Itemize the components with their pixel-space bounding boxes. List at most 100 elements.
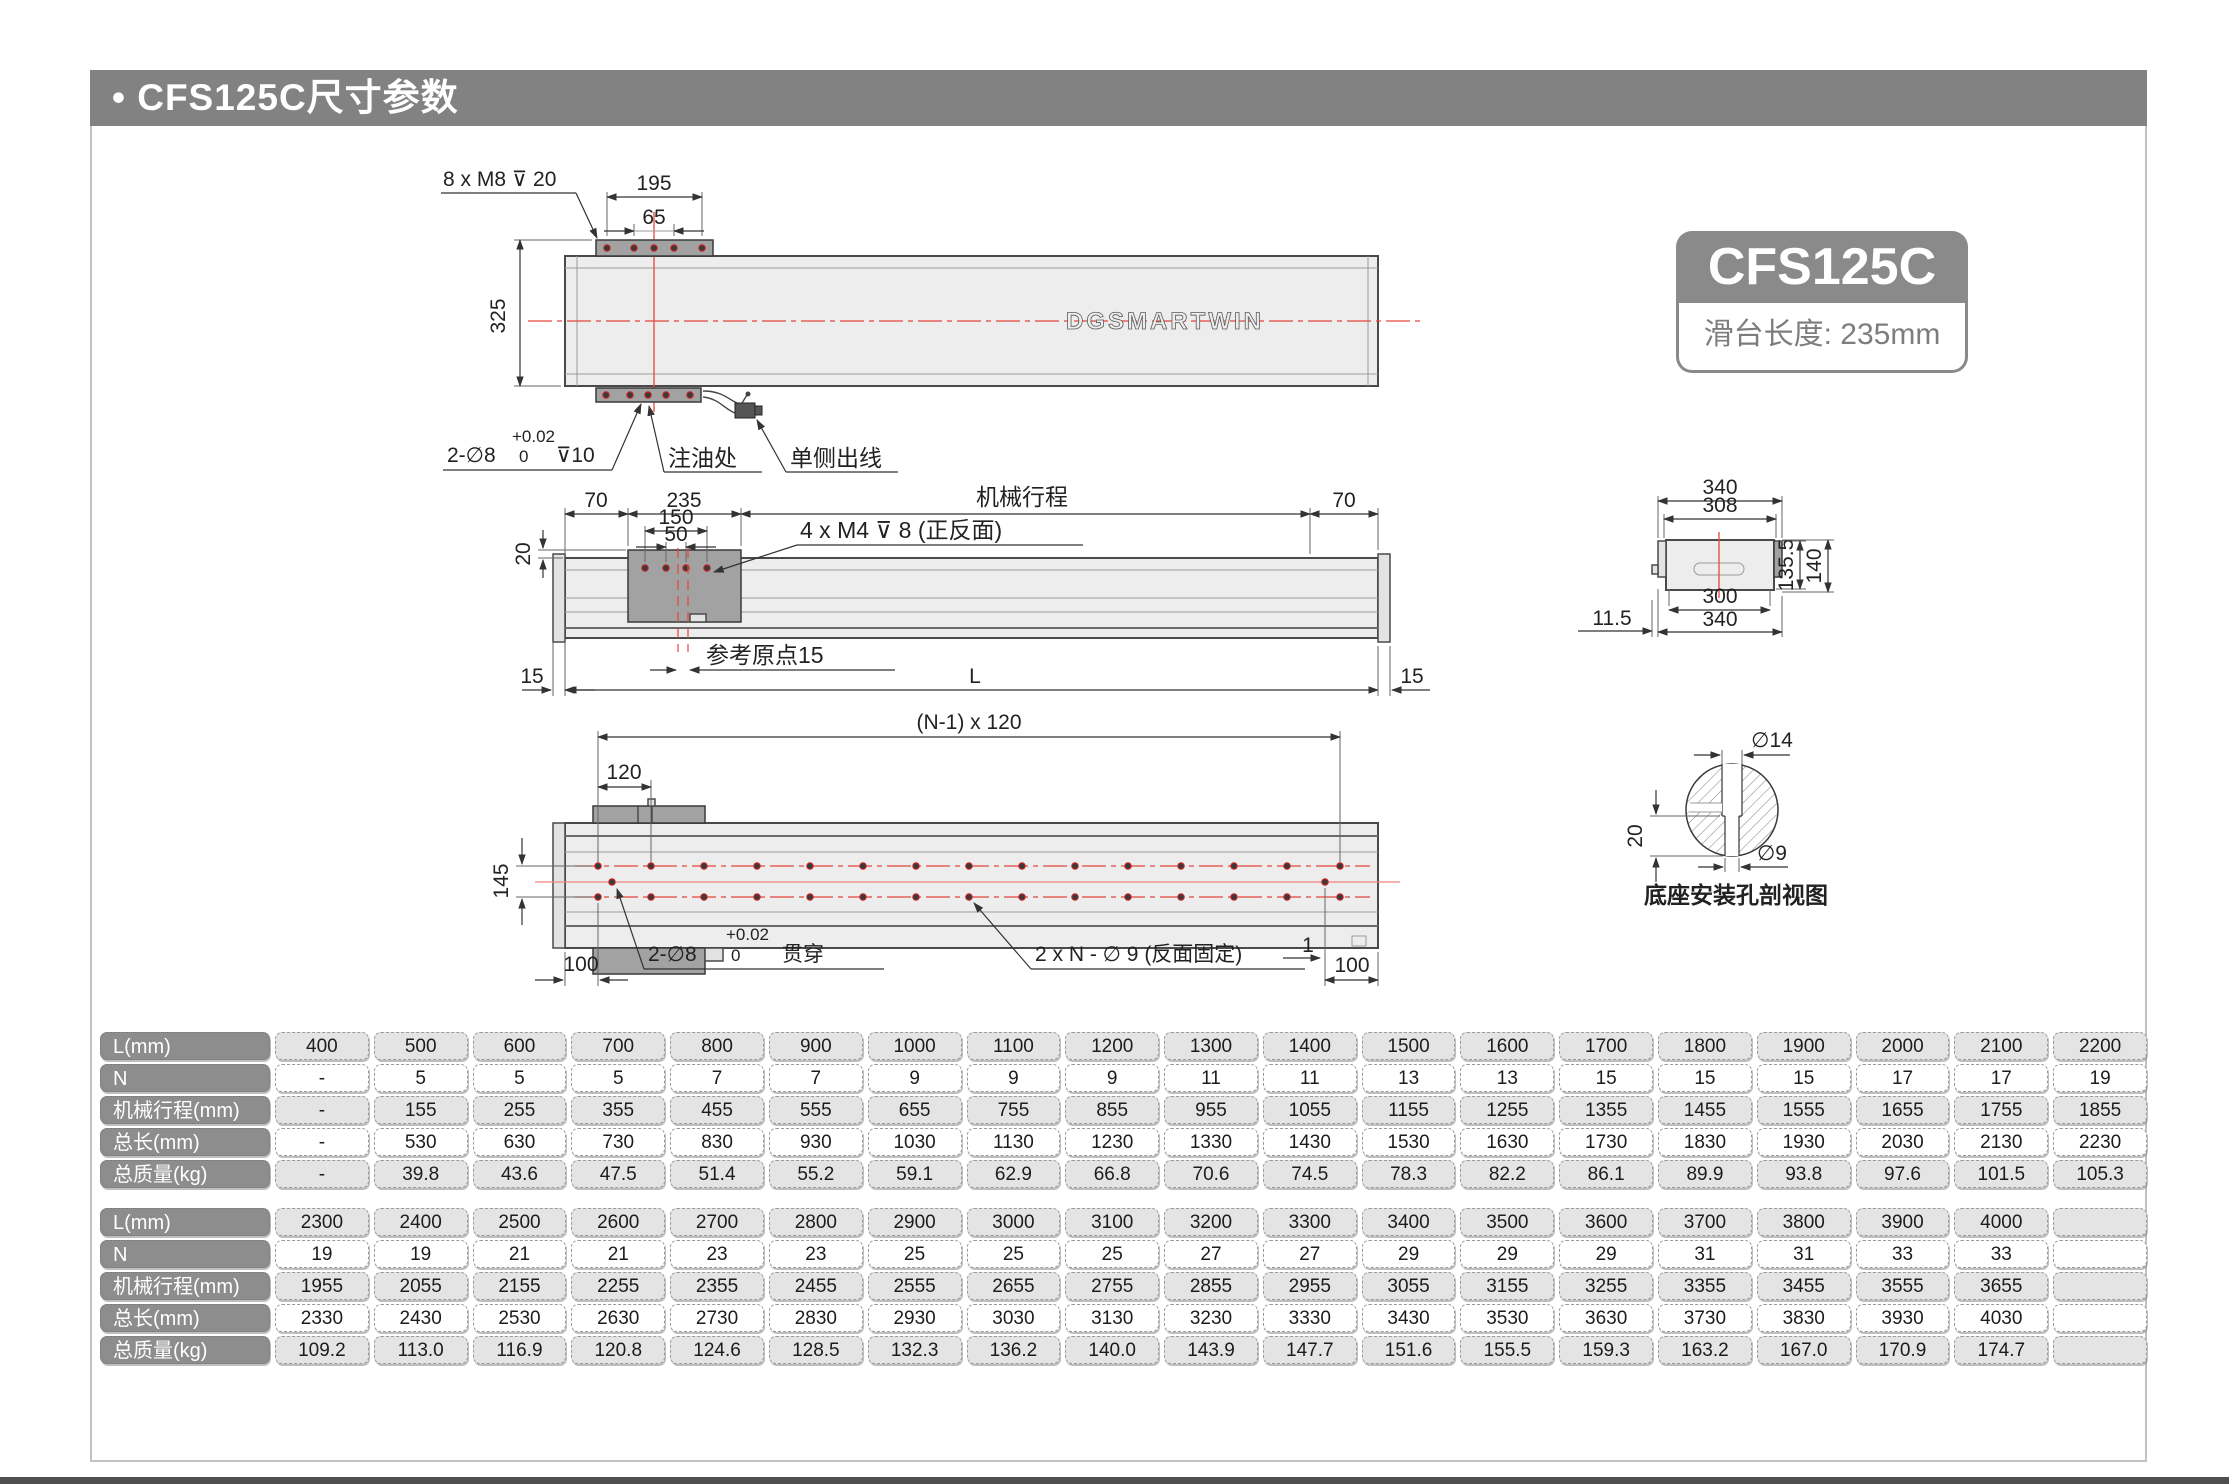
table-cell: 1355: [1559, 1096, 1654, 1124]
table-cell: 93.8: [1756, 1160, 1851, 1188]
table-cell: 13: [1361, 1064, 1456, 1092]
table-cell: 97.6: [1855, 1160, 1950, 1188]
table-cell: 31: [1658, 1240, 1752, 1268]
table-cell: 174.7: [1954, 1336, 2049, 1364]
table-cell: 3800: [1756, 1208, 1851, 1236]
table-cell: 155: [373, 1096, 468, 1124]
table-cell: 1200: [1065, 1032, 1160, 1060]
table-cell: 3430: [1361, 1304, 1456, 1332]
table-cell: [2053, 1336, 2147, 1364]
table-cell: 5: [373, 1064, 468, 1092]
slider-length-badge: 滑台长度: 235mm: [1676, 303, 1968, 373]
cable-connector: [702, 390, 763, 419]
table-cell: 455: [670, 1096, 764, 1124]
table-cell: [2053, 1240, 2147, 1268]
m4-callout: 4 x M4 ⊽ 8 (正反面): [800, 517, 1002, 543]
row-label: L(mm): [100, 1208, 270, 1236]
table-cell: 21: [472, 1240, 567, 1268]
table-cell: 1430: [1262, 1128, 1357, 1156]
dim-308: 308: [1702, 494, 1737, 517]
table-cell: 1655: [1855, 1096, 1950, 1124]
tolerance-upper: +0.02: [512, 427, 555, 446]
table-cell: 1600: [1460, 1032, 1555, 1060]
table-cell: 2730: [670, 1304, 764, 1332]
table-cell: 3130: [1065, 1304, 1160, 1332]
table-cell: 19: [2053, 1064, 2147, 1092]
table-cell: 15: [1559, 1064, 1654, 1092]
base-hole-detail-drawing: ∅14 20 ∅9 底座安装孔剖视图: [1624, 729, 1828, 908]
table-cell: 31: [1756, 1240, 1851, 1268]
table-cell: 120.8: [571, 1336, 666, 1364]
table-cell: 11: [1262, 1064, 1357, 1092]
left-end-cap: [552, 553, 566, 643]
table-cell: 800: [670, 1032, 764, 1060]
table-cell: 3900: [1855, 1208, 1950, 1236]
table-cell: 140.0: [1065, 1336, 1160, 1364]
table-cell: 109.2: [275, 1336, 369, 1364]
table-cell: [2053, 1272, 2147, 1300]
row-label: N: [100, 1064, 270, 1092]
table-cell: 955: [1164, 1096, 1258, 1124]
table-cell: 1555: [1756, 1096, 1851, 1124]
table-cell: 3355: [1658, 1272, 1752, 1300]
dim-20-side: 20: [512, 542, 535, 565]
table-cell: 7: [670, 1064, 764, 1092]
table-cell: 33: [1855, 1240, 1950, 1268]
table-cell: 2455: [768, 1272, 863, 1300]
table-cell: 70.6: [1164, 1160, 1258, 1188]
dim-150: 150: [658, 506, 693, 529]
side-view-drawing: 70 235 机械行程 70 150 50 20 4 x M4 ⊽ 8 (正反面…: [512, 484, 1430, 696]
model-name: CFS125C: [1707, 238, 1937, 296]
table-cell: 2330: [275, 1304, 369, 1332]
dim-235: 235: [666, 489, 701, 512]
bottom-view-drawing: (N-1) x 120 120 145 100 2-∅8 +0.02 0 贯穿 …: [490, 711, 1400, 986]
table-cell: 3330: [1262, 1304, 1357, 1332]
table-cell: 3200: [1164, 1208, 1258, 1236]
row-label: 总长(mm): [100, 1128, 270, 1156]
through-tol-upper: +0.02: [726, 925, 769, 944]
table-cell: 530: [373, 1128, 468, 1156]
row-label: L(mm): [100, 1032, 270, 1060]
table-cell: 113.0: [373, 1336, 468, 1364]
top-view-drawing: 195 65 8 x M8 ⊽ 20 325 DGSMARTWIN: [441, 168, 1425, 473]
carriage-side-view: [627, 549, 742, 623]
table-cell: 2500: [472, 1208, 567, 1236]
table-cell: 1530: [1361, 1128, 1456, 1156]
table-cell: 1830: [1658, 1128, 1752, 1156]
table-cell: 1400: [1262, 1032, 1357, 1060]
table-cell: 101.5: [1954, 1160, 2049, 1188]
table-cell: 600: [472, 1032, 567, 1060]
table-cell: 124.6: [670, 1336, 764, 1364]
table-cell: 830: [670, 1128, 764, 1156]
table-cell: 2400: [373, 1208, 468, 1236]
table-cell: 2900: [867, 1208, 962, 1236]
dim-15-right: 15: [1400, 665, 1423, 688]
table-cell: 27: [1164, 1240, 1258, 1268]
dim-120: 120: [606, 761, 641, 784]
table-cell: 555: [768, 1096, 863, 1124]
tolerance-lower: 0: [519, 447, 528, 466]
dim-100-right: 100: [1334, 954, 1369, 977]
table-cell: 9: [867, 1064, 962, 1092]
table-cell: 25: [867, 1240, 962, 1268]
table-cell: 1230: [1065, 1128, 1160, 1156]
table-cell: 1030: [867, 1128, 962, 1156]
table-cell: 167.0: [1756, 1336, 1851, 1364]
table-cell: 23: [768, 1240, 863, 1268]
table-cell: 3600: [1559, 1208, 1654, 1236]
table-cell: -: [275, 1096, 369, 1124]
table-cell: 1500: [1361, 1032, 1456, 1060]
table-cell: -: [275, 1064, 369, 1092]
table-cell: 1855: [2053, 1096, 2147, 1124]
table-cell: 2255: [571, 1272, 666, 1300]
table-cell: -: [275, 1160, 369, 1188]
thread-callout: 8 x M8 ⊽ 20: [443, 168, 556, 191]
table-cell: 3555: [1855, 1272, 1950, 1300]
table-cell: 2430: [373, 1304, 468, 1332]
table-cell: 155.5: [1460, 1336, 1555, 1364]
table-cell: 17: [1855, 1064, 1950, 1092]
table-cell: 4030: [1954, 1304, 2049, 1332]
dim-325: 325: [487, 298, 510, 333]
